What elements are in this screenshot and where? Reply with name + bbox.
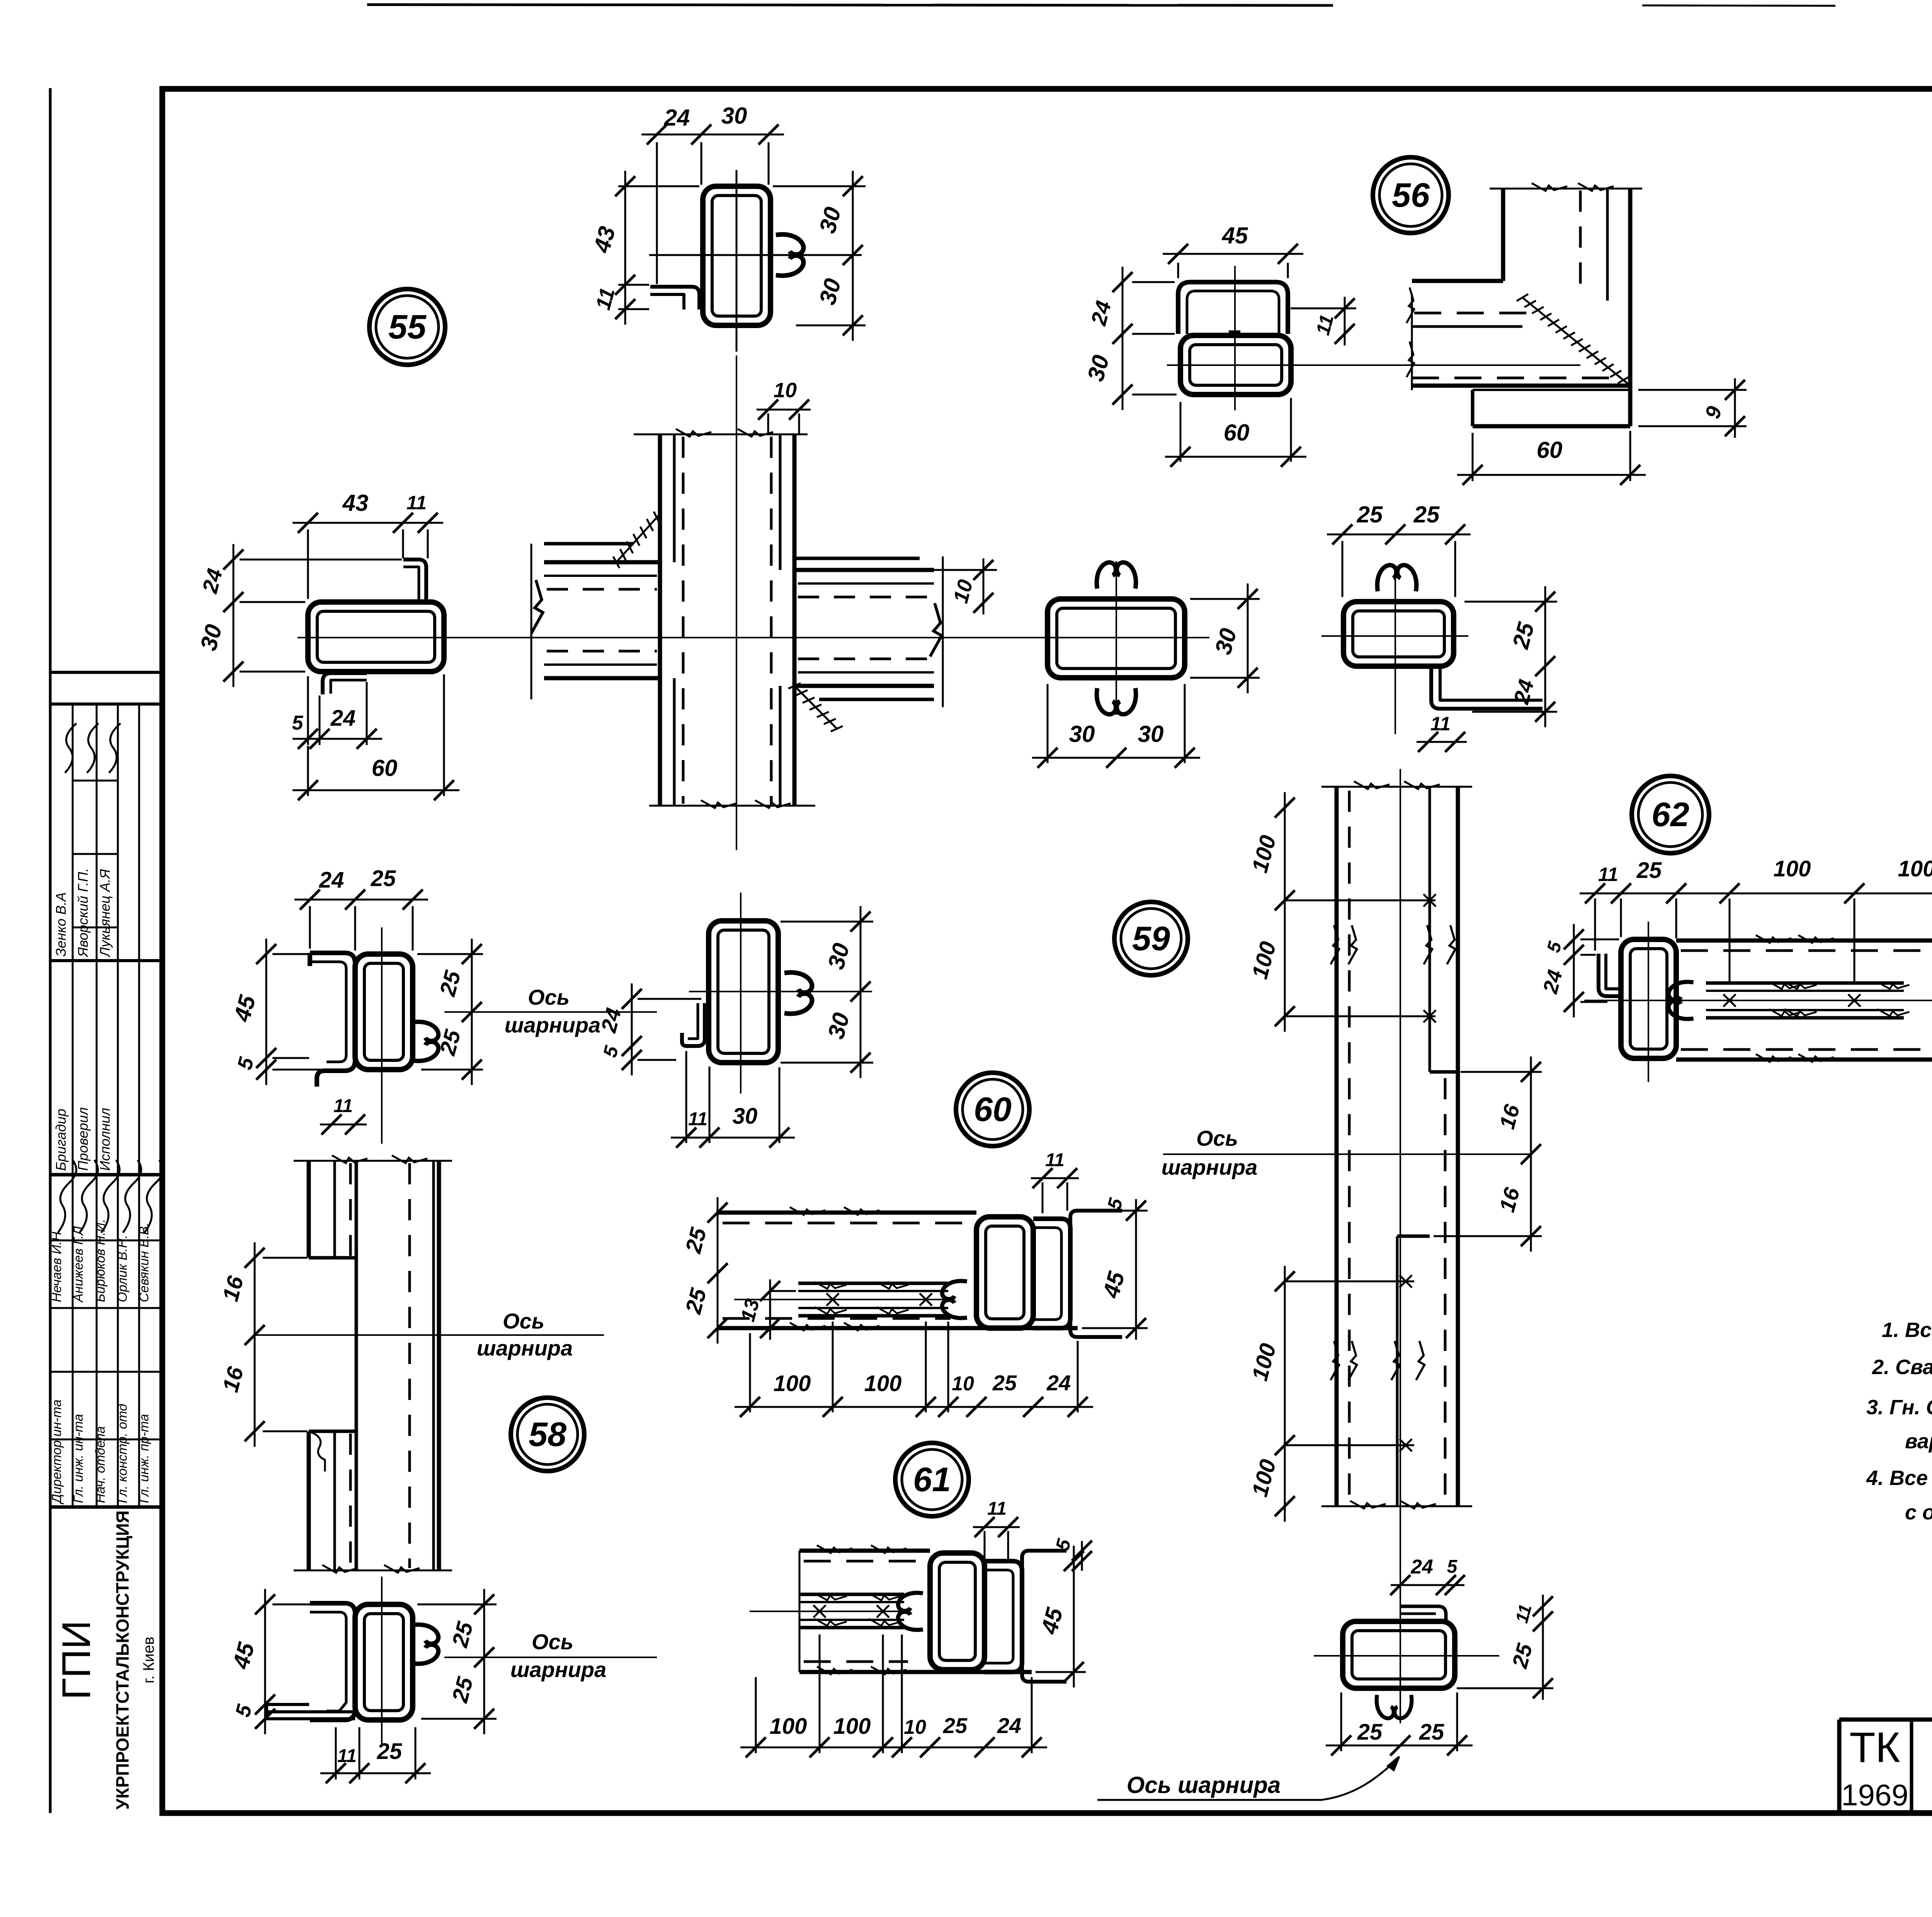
svg-text:г. Киев: г. Киев bbox=[140, 1636, 157, 1683]
svg-text:ТК: ТК bbox=[1849, 1724, 1900, 1771]
svg-text:25: 25 bbox=[1419, 1720, 1444, 1745]
svg-text:Орлик В.Н.: Орлик В.Н. bbox=[115, 1235, 130, 1302]
svg-text:5: 5 bbox=[1447, 1556, 1458, 1577]
svg-text:100: 100 bbox=[833, 1714, 871, 1739]
svg-text:шарнира: шарнира bbox=[510, 1657, 607, 1682]
svg-text:24: 24 bbox=[664, 105, 690, 131]
svg-text:Ось: Ось bbox=[528, 985, 570, 1009]
svg-text:24: 24 bbox=[319, 867, 344, 893]
svg-text:Анижеев Г.Л: Анижеев Г.Л bbox=[71, 1226, 86, 1303]
svg-text:24: 24 bbox=[997, 1713, 1021, 1738]
svg-text:варить точечной контактной: варить точечной контактной сваркой с шаг… bbox=[1905, 1430, 1932, 1453]
svg-text:100: 100 bbox=[864, 1371, 902, 1396]
svg-text:с основным металлом.: с основным металлом. bbox=[1905, 1501, 1932, 1524]
svg-text:Гл. инж. ин-та: Гл. инж. ин-та bbox=[71, 1414, 86, 1503]
svg-text:30: 30 bbox=[733, 1104, 758, 1129]
svg-text:Ось: Ось bbox=[503, 1309, 544, 1333]
svg-text:60: 60 bbox=[372, 755, 398, 781]
svg-text:100: 100 bbox=[770, 1714, 807, 1739]
svg-text:Директор ин-та: Директор ин-та bbox=[49, 1400, 64, 1505]
svg-text:55: 55 bbox=[388, 308, 427, 346]
svg-text:45: 45 bbox=[1222, 223, 1248, 248]
svg-text:58: 58 bbox=[529, 1415, 566, 1453]
svg-text:5: 5 bbox=[292, 712, 304, 734]
svg-text:30: 30 bbox=[721, 103, 747, 129]
svg-text:1969: 1969 bbox=[1841, 1778, 1908, 1812]
svg-text:100: 100 bbox=[1898, 856, 1932, 881]
svg-text:25: 25 bbox=[1636, 858, 1662, 883]
svg-text:шарнира: шарнира bbox=[1162, 1155, 1258, 1179]
svg-text:11: 11 bbox=[1045, 1150, 1065, 1170]
svg-text:Бригадир: Бригадир bbox=[53, 1109, 69, 1171]
svg-text:11: 11 bbox=[406, 492, 427, 514]
svg-text:24: 24 bbox=[1046, 1371, 1071, 1395]
svg-text:60: 60 bbox=[1537, 437, 1563, 463]
svg-text:Нечаев И.Н: Нечаев И.Н bbox=[49, 1232, 64, 1302]
svg-text:шарнира: шарнира bbox=[477, 1336, 573, 1360]
svg-text:30: 30 bbox=[1138, 721, 1164, 747]
svg-text:1. Все сварные швы h=3.: 1. Все сварные швы h=3. bbox=[1882, 1318, 1932, 1342]
svg-text:Исполнил: Исполнил bbox=[97, 1108, 113, 1171]
svg-text:11: 11 bbox=[688, 1109, 707, 1129]
svg-text:Гл. констр. отд: Гл. констр. отд bbox=[115, 1404, 130, 1503]
svg-text:25: 25 bbox=[1357, 1720, 1383, 1745]
svg-text:Бирюков Н.И.: Бирюков Н.И. bbox=[93, 1219, 108, 1302]
svg-text:43: 43 bbox=[342, 490, 369, 516]
svg-text:2. Сварку производить электрод: 2. Сварку производить электродами типа Э… bbox=[1872, 1356, 1932, 1379]
svg-text:24: 24 bbox=[1410, 1556, 1433, 1578]
svg-text:62: 62 bbox=[1651, 795, 1689, 833]
svg-text:25: 25 bbox=[992, 1371, 1017, 1395]
svg-text:25: 25 bbox=[371, 866, 396, 891]
svg-text:Севякин В.В.: Севякин В.В. bbox=[137, 1223, 151, 1302]
svg-text:25: 25 bbox=[1357, 502, 1383, 527]
svg-text:Ось шарнира: Ось шарнира bbox=[1127, 1772, 1281, 1798]
svg-text:60: 60 bbox=[1224, 420, 1250, 446]
svg-text:61: 61 bbox=[913, 1460, 951, 1499]
svg-text:10: 10 bbox=[904, 1716, 926, 1738]
svg-text:25: 25 bbox=[377, 1739, 402, 1764]
svg-text:56: 56 bbox=[1392, 176, 1430, 214]
svg-text:Яворский Г.П.: Яворский Г.П. bbox=[75, 868, 91, 958]
svg-text:25: 25 bbox=[1413, 502, 1440, 527]
svg-text:11: 11 bbox=[1430, 713, 1451, 735]
svg-text:Зенко В.А: Зенко В.А bbox=[53, 892, 69, 957]
svg-text:11: 11 bbox=[987, 1499, 1007, 1519]
svg-text:Гл. инж. пр-та: Гл. инж. пр-та bbox=[137, 1414, 151, 1503]
svg-text:10: 10 bbox=[774, 379, 797, 402]
svg-text:11: 11 bbox=[1598, 864, 1618, 885]
svg-text:30: 30 bbox=[1069, 721, 1095, 747]
svg-text:25: 25 bbox=[943, 1713, 968, 1738]
svg-text:шарнира: шарнира bbox=[505, 1013, 601, 1037]
svg-text:60: 60 bbox=[974, 1090, 1012, 1128]
svg-text:Нач. отдела: Нач. отдела bbox=[93, 1426, 108, 1503]
svg-text:ГПИ: ГПИ bbox=[54, 1620, 99, 1700]
svg-text:УКРПРОЕКТСТАЛЬКОНСТРУКЦИЯ: УКРПРОЕКТСТАЛЬКОНСТРУКЦИЯ bbox=[112, 1510, 133, 1810]
svg-text:4. Все видимые сварные швы: 4. Все видимые сварные швы зачистить зап… bbox=[1866, 1466, 1932, 1490]
svg-text:11: 11 bbox=[333, 1096, 353, 1116]
svg-text:100: 100 bbox=[1774, 856, 1811, 881]
svg-text:Ось: Ось bbox=[532, 1630, 573, 1654]
svg-text:11: 11 bbox=[337, 1746, 357, 1766]
svg-text:Лукьянец А.Я: Лукьянец А.Я bbox=[97, 869, 113, 958]
svg-text:Ось: Ось bbox=[1196, 1126, 1238, 1150]
svg-text:10: 10 bbox=[952, 1373, 974, 1395]
svg-text:24: 24 bbox=[330, 706, 356, 731]
svg-text:3. Гн. С 15×9,2×1,0, Гн.С 45×: 3. Гн. С 15×9,2×1,0, Гн.С 45×24×11×2 и Г… bbox=[1866, 1396, 1932, 1419]
svg-text:100: 100 bbox=[774, 1371, 811, 1396]
svg-text:Проверил: Проверил bbox=[75, 1107, 91, 1171]
svg-text:59: 59 bbox=[1132, 919, 1170, 958]
